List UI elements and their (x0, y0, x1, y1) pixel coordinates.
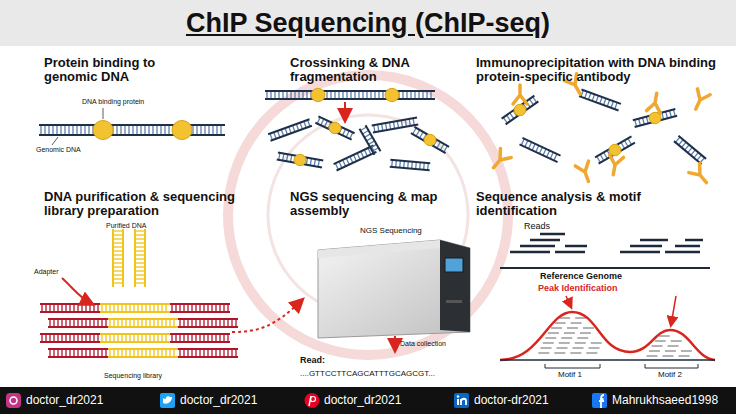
dna-fragment (113, 229, 123, 287)
dna-fragment (372, 118, 419, 133)
part-label: Read: (300, 356, 325, 366)
part-label: Genomic DNA (36, 146, 81, 154)
antibodies (488, 74, 712, 187)
part-label: DNA binding protein (82, 98, 144, 106)
dna-fragment (268, 119, 312, 141)
peak-arrow (566, 296, 571, 307)
part-label: Purified DNA (106, 222, 146, 230)
dna-fragment (595, 136, 635, 163)
dna-fragment (633, 109, 677, 127)
binding-protein (294, 154, 306, 165)
dna-fragment (48, 349, 108, 357)
binding-protein (311, 88, 325, 101)
social-handle: Mahrukhsaeed1998 (612, 394, 718, 407)
peak-arrow (671, 296, 676, 325)
binding-protein (329, 122, 341, 133)
dna-strands (39, 88, 706, 357)
part-label: Reads (524, 222, 550, 232)
step-heading: Crossinking & DNA fragmentation (290, 56, 440, 85)
peak-curve (500, 312, 715, 360)
ngs-sequencer (318, 240, 470, 338)
social-handle: doctor-dr2021 (474, 394, 549, 407)
step-heading: DNA purification & sequencing library pr… (44, 190, 259, 219)
dna-fragment (178, 349, 238, 357)
title: ChIP Sequencing (ChIP-seq) (0, 7, 736, 39)
binding-protein (424, 134, 436, 145)
flow-arrow (232, 300, 302, 332)
data-arrow (394, 336, 396, 350)
dna-fragment (359, 125, 380, 154)
dna-fragment (411, 127, 449, 153)
part-label: Reference Genome (540, 272, 622, 282)
read-stacks (510, 234, 703, 252)
social-handle: doctor_dr2021 (180, 394, 257, 407)
dna-fragment (108, 319, 178, 327)
dna-fragment (390, 160, 430, 170)
dna-fragment (170, 334, 230, 342)
step-heading: NGS sequencing & map assembly (290, 190, 450, 219)
dna-fragment (100, 304, 170, 312)
binding-protein (93, 121, 113, 140)
dna-fragment (265, 91, 435, 99)
dna-fragment (170, 304, 230, 312)
part-label: Sequencing library (104, 372, 162, 380)
motif-brackets (545, 364, 698, 368)
sequence-read: ....GTTCCTTCAGCATTTGCAGCGT... (300, 370, 435, 379)
part-label: Motif 1 (558, 371, 582, 380)
part-label: Peak Identification (538, 284, 618, 294)
dna-fragment (334, 146, 377, 171)
step-heading: Sequence analysis & motif identification (476, 190, 666, 219)
part-label: NGS Sequencing (360, 227, 422, 236)
dna-fragment (135, 229, 145, 287)
baseline (500, 359, 715, 361)
dna-fragment (674, 136, 706, 165)
part-label: Data collection (400, 340, 446, 348)
dna-fragment (277, 153, 324, 168)
dna-fragment (48, 319, 108, 327)
adapter-arrow (62, 278, 92, 304)
dna-fragment (39, 125, 225, 135)
dna-fragment (40, 304, 100, 312)
title-band (0, 0, 736, 46)
watermark-ring (228, 75, 508, 355)
binding-protein (514, 104, 526, 115)
dna-fragment (502, 96, 539, 125)
part-label: Adapter (34, 268, 59, 276)
peak-reads (538, 318, 692, 356)
binding-protein (385, 88, 399, 101)
social-handle: doctor_dr2021 (26, 394, 103, 407)
dna-fragment (519, 138, 560, 162)
social-handle: doctor_dr2021 (324, 394, 401, 407)
footer-band (0, 387, 736, 414)
part-label: Motif 2 (658, 371, 682, 380)
dna-fragment (315, 116, 354, 139)
dna-fragment (40, 334, 100, 342)
binding-protein (172, 121, 192, 140)
dna-fragment (579, 90, 621, 111)
step-heading: Protein binding to genomic DNA (44, 56, 194, 85)
process-arrow (344, 102, 346, 120)
dna-fragment (178, 319, 238, 327)
dna-fragment (108, 349, 178, 357)
dna-fragment (100, 334, 170, 342)
step-heading: Immunoprecipitation with DNA binding pro… (476, 56, 726, 85)
reference-line (500, 267, 710, 269)
social-icons (6, 393, 607, 408)
